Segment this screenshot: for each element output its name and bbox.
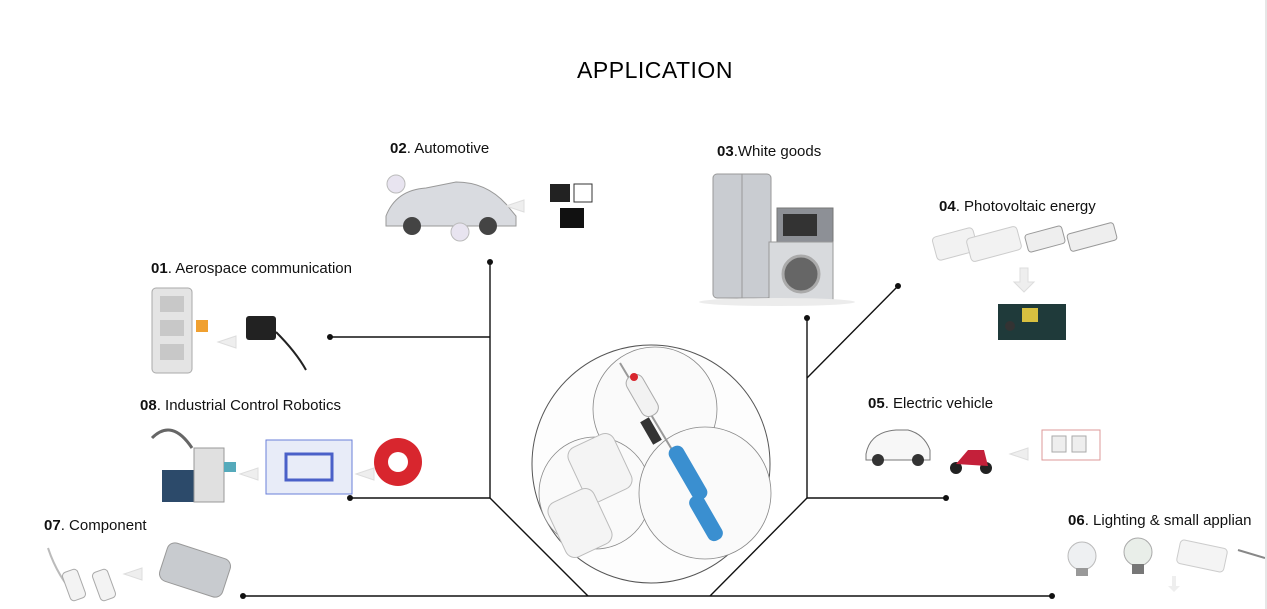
automotive-product-image: [385, 174, 593, 242]
section-label-automotive: 02. Automotive: [390, 140, 490, 157]
component-product-image: [47, 542, 231, 602]
aerospace-product-image: [151, 287, 307, 374]
section-label-industrial-robotics: 08. Industrial Control Robotics: [140, 397, 341, 414]
right-edge-divider: [1265, 0, 1267, 609]
section-label-lighting: 06. Lighting & small applian: [1068, 512, 1252, 529]
section-label-electric-vehicle: 05. Electric vehicle: [868, 395, 994, 412]
central-fuse-illustration: [531, 344, 772, 584]
white-goods-product-image: [699, 173, 855, 306]
page-title: APPLICATION: [577, 57, 733, 83]
electric-vehicle-product-image: [865, 429, 1101, 474]
lighting-product-image: [1067, 537, 1265, 592]
section-label-photovoltaic: 04. Photovoltaic energy: [939, 198, 1096, 215]
section-label-white-goods: 03.White goods: [717, 143, 822, 160]
photovoltaic-product-image: [932, 222, 1118, 340]
section-label-aerospace: 01. Aerospace communication: [151, 260, 352, 277]
section-label-component: 07. Component: [44, 517, 147, 534]
industrial-robotics-product-image: [150, 428, 422, 503]
